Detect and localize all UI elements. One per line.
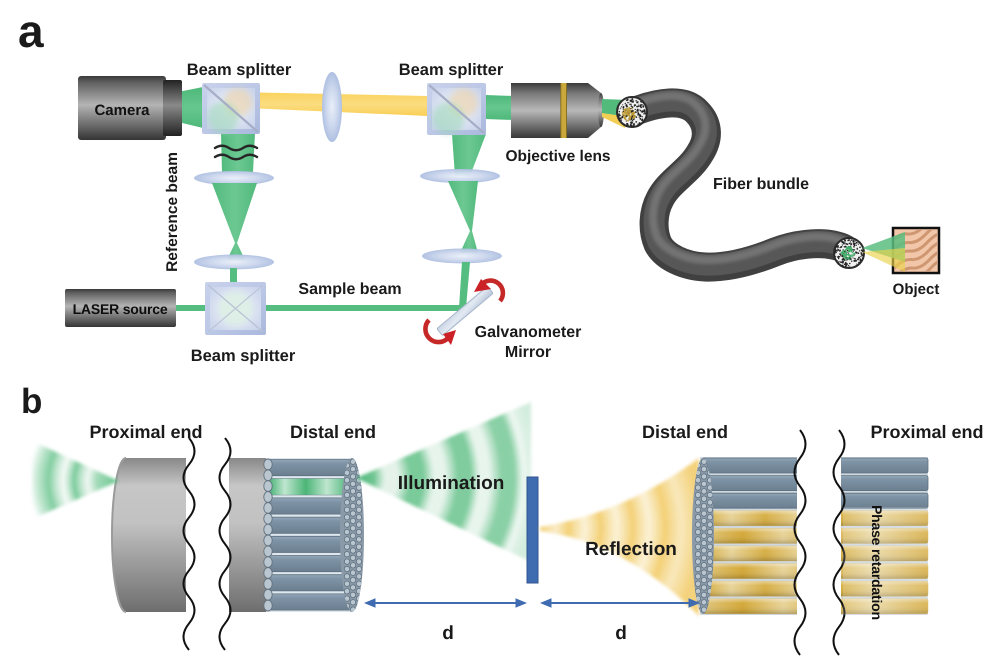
svg-text:Mirror: Mirror <box>505 344 551 361</box>
svg-text:d: d <box>615 623 627 644</box>
svg-text:Sample beam: Sample beam <box>298 281 401 298</box>
svg-text:Proximal end: Proximal end <box>89 422 202 442</box>
svg-text:Beam splitter: Beam splitter <box>187 61 292 79</box>
svg-text:Illumination: Illumination <box>398 473 505 494</box>
svg-text:Distal end: Distal end <box>642 422 728 442</box>
svg-text:Beam splitter: Beam splitter <box>399 61 504 79</box>
svg-text:LASER source: LASER source <box>73 301 168 317</box>
svg-text:Distal end: Distal end <box>290 422 376 442</box>
svg-text:Beam splitter: Beam splitter <box>191 347 296 365</box>
svg-text:Objective lens: Objective lens <box>505 148 610 165</box>
svg-text:Galvanometer: Galvanometer <box>475 324 582 341</box>
svg-text:Phase retardation: Phase retardation <box>869 505 885 620</box>
svg-text:a: a <box>18 5 44 57</box>
svg-text:Reflection: Reflection <box>585 539 677 560</box>
svg-text:Proximal end: Proximal end <box>870 422 983 442</box>
svg-text:Camera: Camera <box>94 102 150 119</box>
svg-text:Reference beam: Reference beam <box>164 152 181 272</box>
svg-text:Object: Object <box>893 281 940 298</box>
svg-text:d: d <box>442 623 454 644</box>
svg-text:Fiber bundle: Fiber bundle <box>713 176 809 193</box>
svg-text:b: b <box>21 382 42 421</box>
